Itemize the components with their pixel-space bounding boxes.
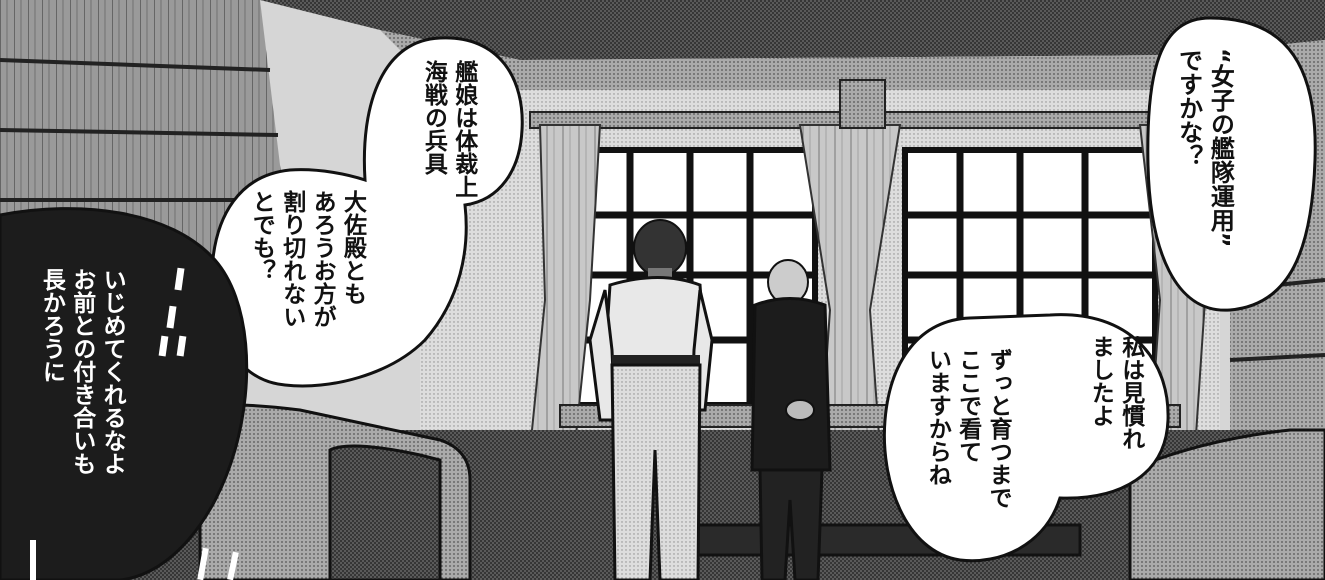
emphasis-marks	[30, 267, 239, 580]
dialogue-middle-top: 艦娘は体裁上 海戦の兵具	[420, 60, 477, 198]
speech-bubble-right-bottom	[882, 313, 1170, 563]
dialogue-right-bottom-a: 私は見慣れ ましたよ	[1087, 335, 1144, 450]
dialogue-left-dark: いじめてくれるなよ お前との付き合いも 長かろうに	[38, 268, 126, 475]
sofa-left	[198, 403, 472, 580]
dialogue-right-bottom-b: ずっと育つまで ここで看て いますからね	[924, 348, 1012, 509]
standing-man-right	[750, 259, 832, 580]
dialogue-right-top: “女子の艦隊運用” ですかな？	[1174, 48, 1235, 248]
standing-man-left	[588, 219, 714, 580]
dialogue-middle-bottom: 大佐殿とも あろうお方が 割り切れない とでも？	[248, 190, 366, 328]
speech-bubble-middle	[210, 36, 524, 388]
speech-bubble-right-top	[1146, 16, 1317, 312]
speech-bubble-left-dark	[0, 207, 249, 580]
